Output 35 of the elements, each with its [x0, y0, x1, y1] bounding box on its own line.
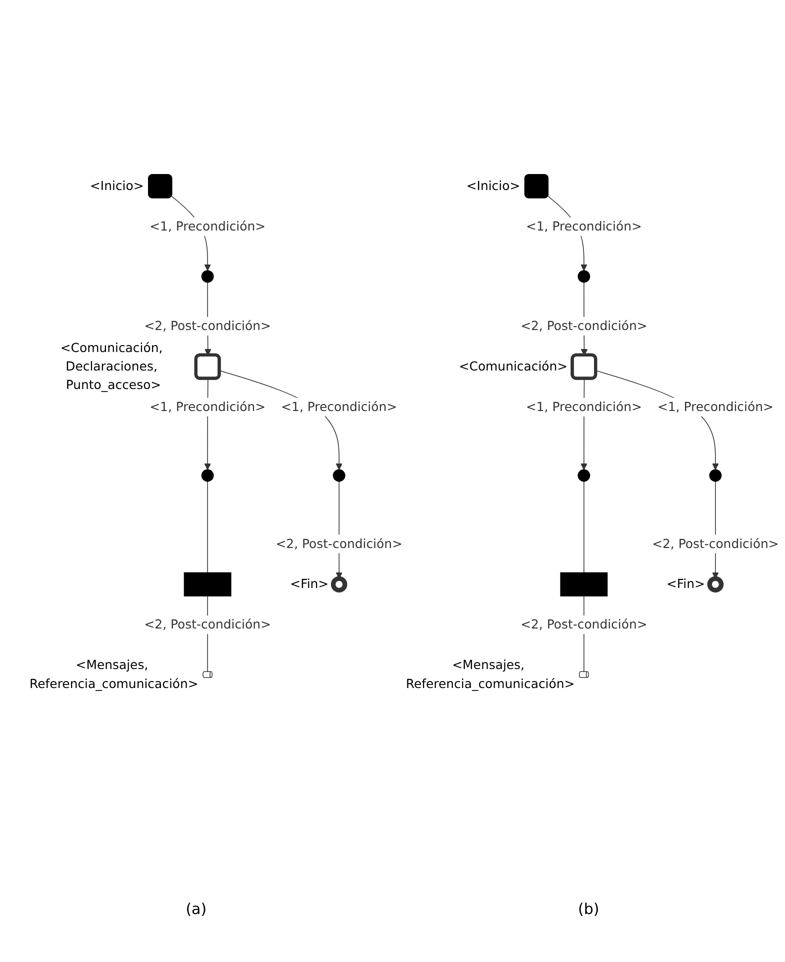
node-cylinder	[578, 671, 589, 678]
node-label: <Inicio>	[466, 178, 520, 194]
edge-label: <1, Precondición>	[526, 219, 642, 234]
edge-label: <2, Post-condición>	[276, 536, 402, 552]
connector	[207, 481, 208, 574]
edge-label: <1, Precondición>	[150, 219, 266, 234]
edge-label: <1, Precondición>	[281, 399, 398, 414]
node-circle	[707, 576, 724, 593]
node-circle	[201, 270, 214, 283]
node-circle	[578, 469, 590, 482]
node-circle	[332, 469, 346, 482]
node-bar	[560, 572, 608, 597]
edge-label: <2, Post-condición>	[520, 318, 648, 334]
node-label: <Mensajes, Referencia_comunicación>	[406, 658, 575, 692]
node-bar	[184, 572, 232, 597]
node-label: <Inicio>	[90, 178, 144, 194]
figure-caption: (a)	[186, 900, 207, 918]
edge-label: <2, Post-condición>	[144, 617, 271, 632]
node-label: <Mensajes, Referencia_comunicación>	[30, 658, 198, 692]
figure-caption: (b)	[578, 900, 600, 918]
node-circle	[201, 469, 214, 482]
edge-label: <1, Precondición>	[657, 399, 774, 414]
node-label: <Comunicación, Declaraciones, Punto_acceso>	[60, 340, 163, 392]
node-circle	[709, 469, 722, 482]
edge-label: <1, Precondición>	[150, 399, 266, 414]
node-circle	[330, 576, 348, 593]
edge-label: <2, Post-condición>	[144, 318, 271, 334]
node-label: <Comunicación>	[458, 359, 568, 374]
edge-label: <2, Post-condición>	[520, 617, 648, 632]
node-cylinder	[202, 671, 213, 678]
node-circle	[578, 270, 590, 283]
node-label: <Fin>	[666, 576, 705, 592]
node-label: <Fin>	[290, 576, 329, 592]
edge-label: <2, Post-condición>	[652, 536, 779, 552]
edge-label: <1, Precondición>	[526, 399, 642, 414]
